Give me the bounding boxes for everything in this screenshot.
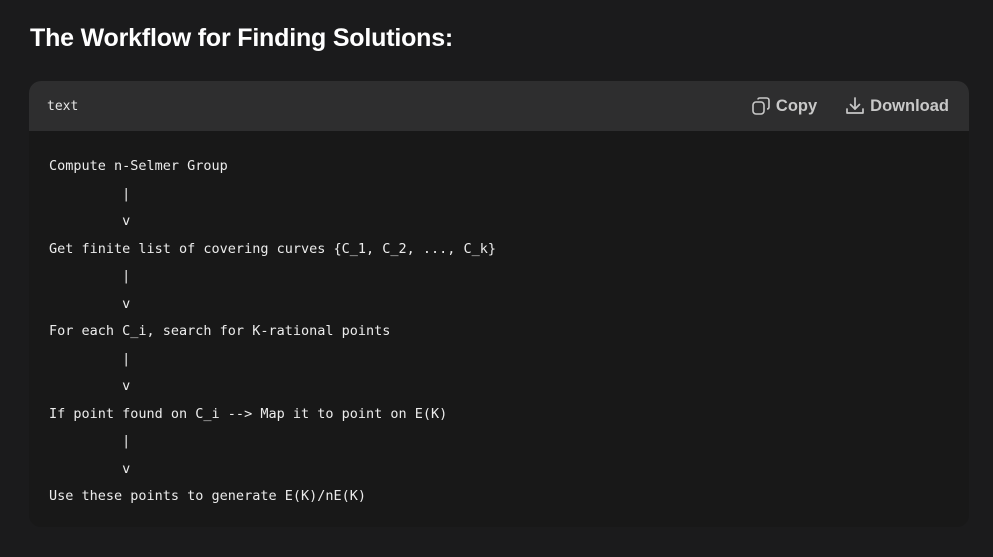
download-label: Download bbox=[870, 96, 949, 115]
download-icon bbox=[846, 97, 865, 114]
code-line: Get finite list of covering curves {C_1,… bbox=[49, 240, 497, 257]
code-line: v bbox=[49, 213, 131, 229]
copy-label: Copy bbox=[775, 96, 818, 115]
code-line: Compute n-Selmer Group bbox=[49, 158, 228, 174]
code-line: | bbox=[49, 268, 131, 284]
code-language-label: text bbox=[47, 98, 79, 114]
code-line: v bbox=[49, 295, 131, 312]
code-line: | bbox=[49, 350, 131, 367]
code-content: Compute n-Selmer Group | v Get finite li… bbox=[29, 131, 969, 511]
code-line: | bbox=[49, 433, 131, 449]
code-block-header: text Copy Download bbox=[29, 81, 969, 131]
code-line: If point found on C_i --> Map it to poin… bbox=[49, 405, 448, 422]
copy-icon bbox=[752, 97, 770, 115]
code-line: v bbox=[49, 460, 131, 477]
code-line: Use these points to generate E(K)/nE(K) bbox=[49, 488, 366, 504]
page-heading: The Workflow for Finding Solutions: bbox=[30, 24, 454, 52]
code-line: For each C_i, search for K-rational poin… bbox=[49, 323, 391, 339]
code-block: text Copy Download Compute n-Selmer Grou… bbox=[29, 81, 969, 527]
code-actions: Copy Download bbox=[751, 96, 949, 116]
copy-button[interactable]: Copy bbox=[751, 96, 817, 116]
download-button[interactable]: Download bbox=[845, 96, 949, 116]
code-line: | bbox=[49, 185, 131, 202]
code-line: v bbox=[49, 378, 131, 394]
